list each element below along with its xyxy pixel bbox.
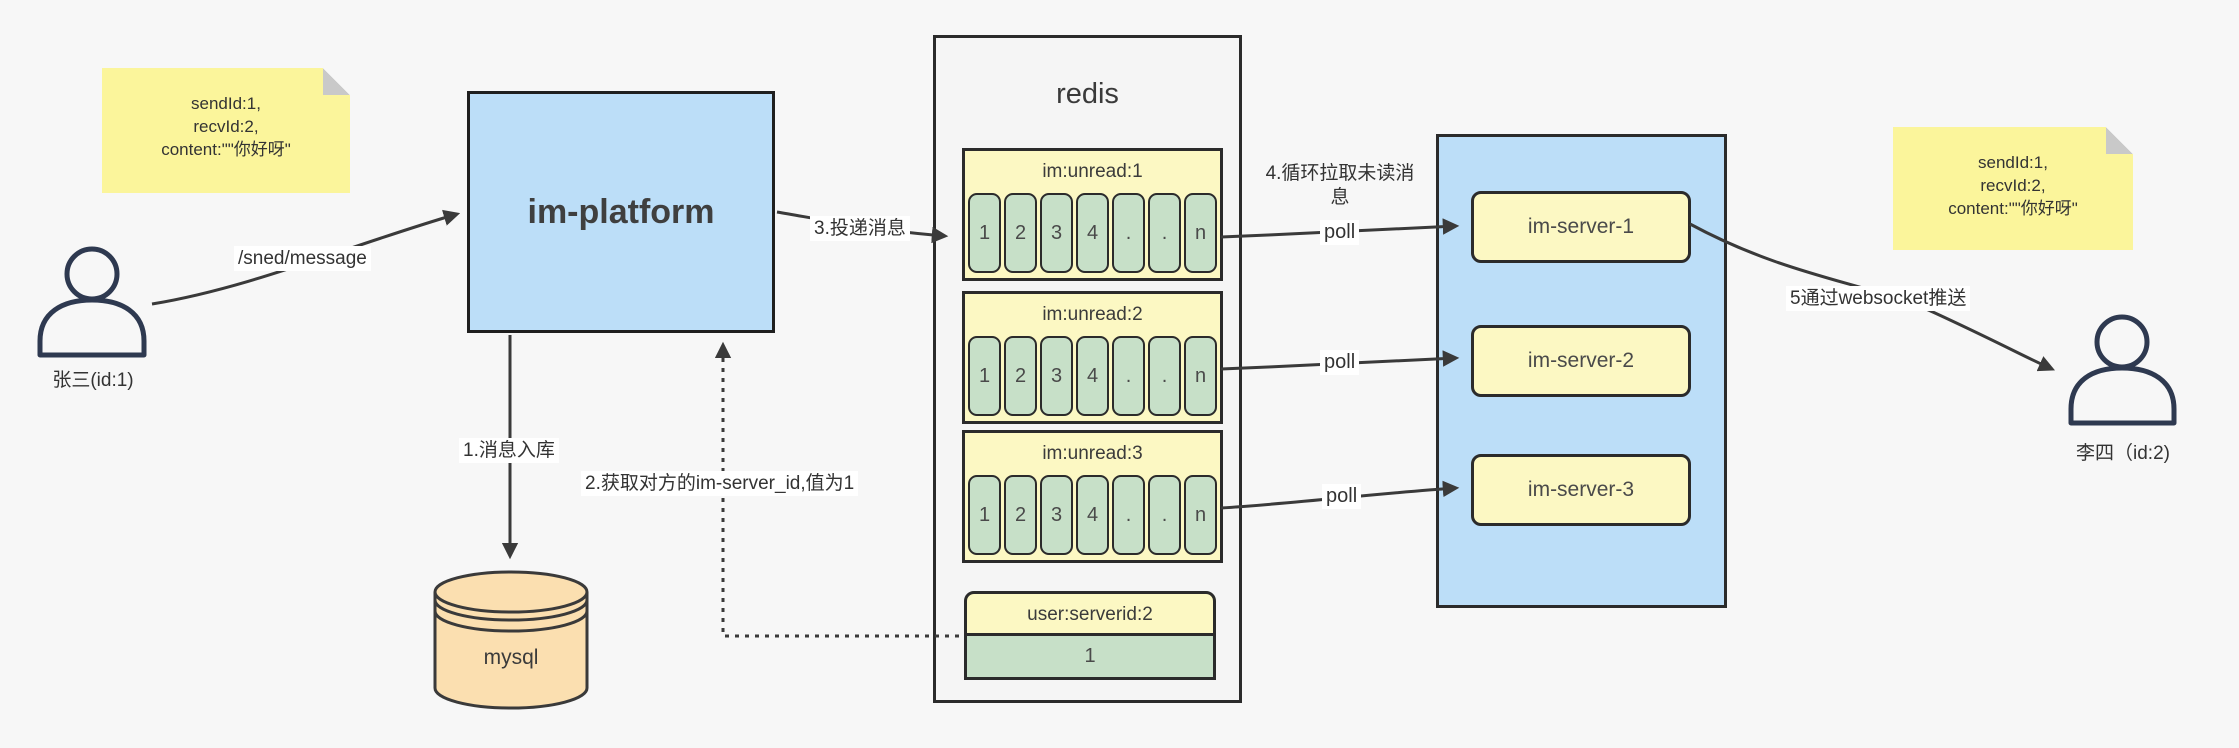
queue-cell: 4 [1076, 475, 1109, 555]
im-server-3-node: im-server-3 [1471, 454, 1691, 526]
im-platform-node: im-platform [467, 91, 775, 333]
kv-key: user:serverid:2 [964, 591, 1216, 636]
redis-title: redis [1056, 78, 1119, 110]
note-line: sendId:1, [1978, 153, 2048, 172]
queue-name: im:unread:1 [1042, 161, 1143, 182]
note-fold-icon [323, 68, 350, 95]
note-line: sendId:1, [191, 94, 261, 113]
queue-cell: 3 [1040, 475, 1073, 555]
queue-cell: 1 [968, 193, 1001, 273]
queue-cell: n [1184, 193, 1217, 273]
queue-cell: . [1112, 475, 1145, 555]
queue-cell: . [1148, 475, 1181, 555]
queue-cell: . [1148, 336, 1181, 416]
queue-cell: n [1184, 336, 1217, 416]
queue-cell: 1 [968, 336, 1001, 416]
im-server-2-node: im-server-2 [1471, 325, 1691, 397]
kv-value: 1 [964, 636, 1216, 680]
queue-cell: 2 [1004, 475, 1037, 555]
queue-im-unread-2: im:unread:2 1 2 3 4 . . n [962, 291, 1223, 424]
queue-cell: n [1184, 475, 1217, 555]
im-servers-container: im-server-1 im-server-2 im-server-3 [1436, 134, 1727, 608]
queue-cell: . [1112, 193, 1145, 273]
queue-cell: 4 [1076, 193, 1109, 273]
im-server-1-node: im-server-1 [1471, 191, 1691, 263]
queue-cell: 3 [1040, 193, 1073, 273]
note-line: content:""你好呀" [1948, 199, 2078, 218]
queue-im-unread-1: im:unread:1 1 2 3 4 . . n [962, 148, 1223, 281]
sticky-note-right: sendId:1, recvId:2, content:""你好呀" [1893, 127, 2133, 250]
queue-cell: . [1112, 336, 1145, 416]
queue-name: im:unread:2 [1042, 304, 1143, 325]
im-platform-label: im-platform [527, 192, 715, 231]
note-line: recvId:2, [193, 117, 259, 136]
kv-user-serverid: user:serverid:2 1 [964, 591, 1216, 680]
note-line: content:""你好呀" [161, 140, 291, 159]
redis-container: redis im:unread:1 1 2 3 4 . . n im:unrea… [933, 35, 1242, 703]
note-line: recvId:2, [1980, 176, 2046, 195]
queue-cells: 1 2 3 4 . . n [968, 475, 1217, 555]
queue-cells: 1 2 3 4 . . n [968, 336, 1217, 416]
queue-name: im:unread:3 [1042, 443, 1143, 464]
queue-cell: 4 [1076, 336, 1109, 416]
queue-cell: . [1148, 193, 1181, 273]
queue-cell: 2 [1004, 336, 1037, 416]
queue-cells: 1 2 3 4 . . n [968, 193, 1217, 273]
queue-cell: 2 [1004, 193, 1037, 273]
queue-cell: 3 [1040, 336, 1073, 416]
note-fold-icon [2106, 127, 2133, 154]
queue-cell: 1 [968, 475, 1001, 555]
queue-im-unread-3: im:unread:3 1 2 3 4 . . n [962, 430, 1223, 563]
sticky-note-left: sendId:1, recvId:2, content:""你好呀" [102, 68, 350, 193]
